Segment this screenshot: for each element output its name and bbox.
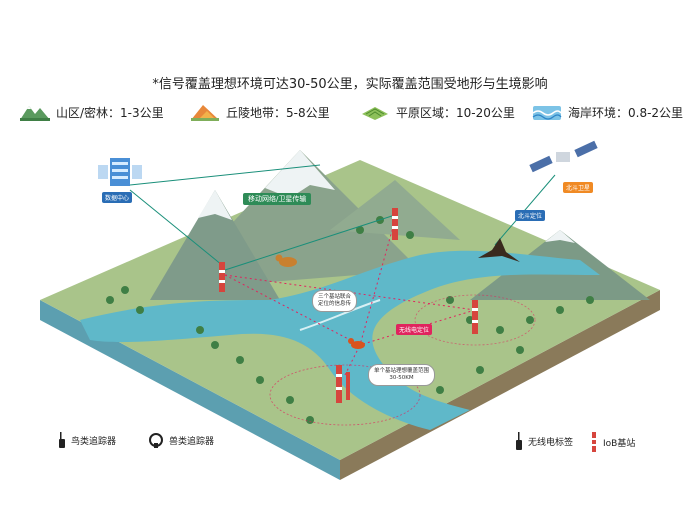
eagle-icon: [478, 238, 520, 262]
iob-station-legend: IoB基站: [590, 432, 635, 452]
bird-tracker-legend: 鸟类追踪器: [58, 432, 116, 448]
network-link-tag: 移动网络/卫星传输: [243, 193, 312, 205]
iob-tower-1: [219, 262, 225, 292]
iob-tower-4: [336, 365, 342, 403]
bird-tracker-icon: [59, 432, 65, 448]
block-right-side: [340, 290, 660, 480]
radio-tag-icon: [516, 432, 522, 450]
river: [80, 250, 600, 430]
mountain-left-snow: [198, 190, 232, 220]
coverage-note: *信号覆盖理想环境可达30-50公里，实际覆盖范围受地形与生境影响: [152, 77, 548, 92]
link-datacenter-tower: [129, 189, 223, 266]
iob-station-icon: [592, 432, 596, 452]
range-line-1: 单个基站理想覆盖范围: [374, 368, 430, 374]
bubble-line-2: 定位的信息传: [318, 301, 352, 308]
mountain-main-snow: [265, 150, 335, 198]
legend-label-plain: 平原区域：10-20公里: [396, 105, 515, 120]
data-center-icon: [98, 158, 142, 186]
coverage-ring-right: [414, 294, 536, 346]
legend-item-coast: 海岸环境：0.8-2公里: [532, 103, 683, 121]
legend-label-coast: 海岸环境：0.8-2公里: [568, 105, 684, 120]
iob-station-label: IoB基站: [603, 438, 636, 449]
legend-label-mountain: 山区/密林：1-3公里: [56, 105, 164, 120]
animal-tracker-icon: [149, 433, 163, 448]
plain-icon: [362, 107, 388, 120]
iob-tower-2: [392, 208, 398, 240]
legend-label-hills: 丘陵地带：5-8公里: [226, 105, 330, 120]
iob-tower-5: [346, 372, 350, 400]
bubble-line-1: 三个基站联合: [318, 294, 352, 300]
satellite-tag: 北斗卫星: [563, 182, 594, 193]
block-left-side: [40, 300, 340, 480]
coverage-ring-bottom: [269, 364, 421, 426]
joint-positioning-bubble: 三个基站联合 定位的信息传: [312, 290, 358, 313]
legend-item-mountain: 山区/密林：1-3公里: [20, 103, 164, 121]
fox-icon: [348, 338, 365, 349]
range-line-2: 30-50KM: [389, 375, 414, 382]
bird-tracker-label: 鸟类追踪器: [71, 436, 117, 447]
mountain-right-snow: [545, 230, 575, 243]
mountain-forest-icon: [20, 106, 50, 121]
iob-tower-3: [472, 300, 478, 334]
radio-tag-label: 无线电标签: [528, 437, 574, 448]
legend-item-plain: 平原区域：10-20公里: [360, 103, 515, 121]
hills-icon: [191, 105, 219, 121]
forest-trees: [106, 216, 594, 424]
link-datacenter-mountain: [129, 164, 321, 186]
mountain-left: [150, 190, 280, 300]
link-tower-satellite: [224, 214, 396, 271]
radio-tag-legend: 无线电标签: [515, 432, 573, 450]
legend-item-hills: 丘陵地带：5-8公里: [190, 103, 330, 121]
animal-tracker-label: 兽类追踪器: [169, 436, 215, 447]
terrain-legend: 山区/密林：1-3公里 丘陵地带：5-8公里 平原区域：10-20公里 海岸环境…: [20, 103, 683, 129]
satellite-icon: [529, 140, 598, 173]
data-center-tag: 数据中心: [102, 192, 133, 203]
wireless-link-tag: 无线电定位: [396, 324, 433, 335]
animal-tracker-legend: 兽类追踪器: [148, 432, 214, 448]
beidou-tag: 北斗定位: [515, 210, 546, 221]
tiger-icon: [275, 254, 297, 267]
coverage-range-bubble: 单个基站理想覆盖范围 30-50KM: [368, 364, 436, 387]
coast-icon: [532, 106, 562, 120]
